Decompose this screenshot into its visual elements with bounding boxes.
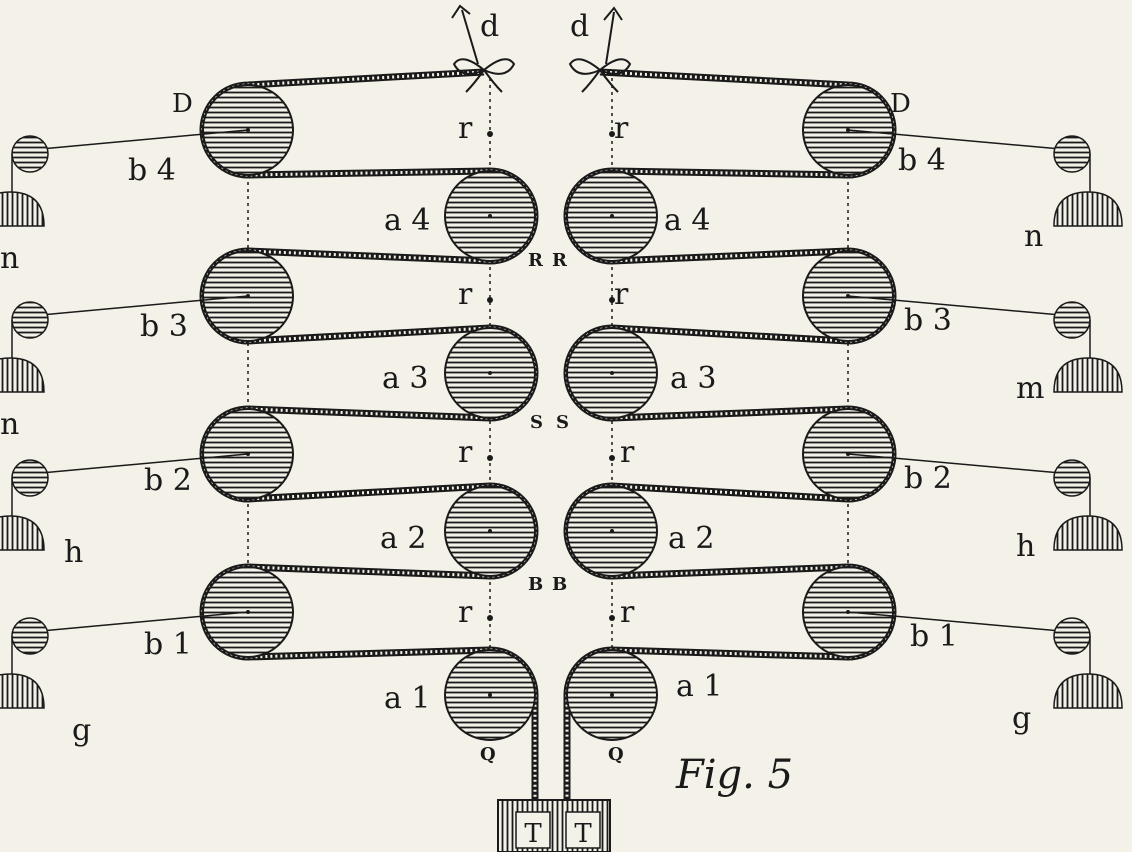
right-b1-label: b 1 [910,619,958,654]
left-small-pulley-1 [11,135,49,173]
right-small-pulley-3 [1053,459,1091,497]
left-a1-label: a 1 [384,681,431,716]
midline-r-left-4: r [458,595,473,630]
right-b3-label: b 3 [904,303,952,338]
left-a4-label: a 4 [384,203,431,238]
left-weight-label-4: n [0,241,19,276]
right-arm-4 [847,611,1073,633]
junction-R-right: R [552,250,568,271]
right-weight-label-2: h [1016,529,1035,564]
left-weight-label-2: h [64,535,83,570]
left-b1-label: b 1 [144,627,192,662]
rope-path [199,68,897,804]
right-a2-label: a 2 [668,521,715,556]
dotted-guide-lines [247,78,849,650]
junction-S-left: S [530,412,544,433]
right-b4-label: b 4 [898,143,946,178]
end-label-left: Q [480,744,497,765]
base-block: T T [497,799,611,852]
left-weight-label-1: g [72,713,91,748]
left-arm-3 [29,453,249,475]
right-weight-label-1: g [1012,701,1031,736]
right-midline-dot-2 [609,297,615,303]
right-weight-label-3: m [1016,371,1044,406]
left-b3-label: b 3 [140,309,188,344]
left-small-pulley-2 [11,301,49,339]
small-side-pulleys [0,129,1123,709]
corner-label-left: D [172,89,193,119]
left-midline-dot-3 [487,455,493,461]
left-small-pulley-4 [11,617,49,655]
left-weight-1 [0,191,45,227]
right-small-pulley-4 [1053,617,1091,655]
right-arm-2 [847,295,1073,317]
right-weight-1 [1053,191,1123,227]
midline-r-right-3: r [620,435,635,470]
left-pulley-a2-axle [488,529,492,533]
left-knot-tails-icon [465,69,503,93]
right-weight-label-4: n [1024,219,1043,254]
figure-caption: Fig. 5 [675,752,793,798]
left-midline-dot-4 [487,615,493,621]
right-weight-2 [1053,357,1123,393]
right-b2-label: b 2 [904,461,952,496]
base-block-label-left: T [524,819,542,849]
corner-label-right: D [890,89,911,119]
right-midline-dot-3 [609,455,615,461]
pull-arrow-right-icon [603,6,623,65]
left-weight-2 [0,357,45,393]
left-small-pulley-3 [11,459,49,497]
pull-label-right: d [570,9,589,44]
right-arm-3 [847,453,1073,475]
junction-S-right: S [556,412,570,433]
left-pulley-a4-axle [488,214,492,218]
midline-r-right-1: r [614,111,629,146]
left-weight-3 [0,515,45,551]
left-pulley-a1-axle [488,693,492,697]
left-weight-label-3: n [0,407,19,442]
left-pulley-a3-axle [488,371,492,375]
base-block-label-right: T [574,819,592,849]
left-b4-label: b 4 [128,153,176,188]
left-a3-label: a 3 [382,361,429,396]
right-a3-label: a 3 [670,361,717,396]
end-label-right: Q [608,744,625,765]
midline-r-left-3: r [458,435,473,470]
right-weight-3 [1053,515,1123,551]
right-pulley-a1-axle [610,693,614,697]
pull-arrow-left-icon [451,4,479,65]
right-pulley-a3-axle [610,371,614,375]
left-midline-dot-1 [487,131,493,137]
right-small-pulley-1 [1053,135,1091,173]
right-small-pulley-2 [1053,301,1091,339]
right-a1-label: a 1 [676,669,723,704]
right-midline-dot-1 [609,131,615,137]
right-arm-1 [847,129,1073,151]
left-arm-1 [29,129,249,151]
midline-r-right-4: r [620,595,635,630]
junction-B-left: B [528,574,544,595]
right-pulley-a2-axle [610,529,614,533]
left-weight-4 [0,673,45,709]
left-arm-2 [29,295,249,317]
right-pulley-a4-axle [610,214,614,218]
midline-r-left-1: r [458,111,473,146]
midline-r-right-2: r [614,277,629,312]
top-knots [452,58,632,93]
left-arm-4 [29,611,249,633]
left-a2-label: a 2 [380,521,427,556]
junction-R-left: R [528,250,544,271]
right-knot-tails-icon [581,69,619,93]
right-weight-4 [1053,673,1123,709]
right-a4-label: a 4 [664,203,711,238]
right-midline-dot-4 [609,615,615,621]
left-midline-dot-2 [487,297,493,303]
midline-r-left-2: r [458,277,473,312]
pull-label-left: d [480,9,499,44]
junction-B-right: B [552,574,568,595]
left-b2-label: b 2 [144,463,192,498]
